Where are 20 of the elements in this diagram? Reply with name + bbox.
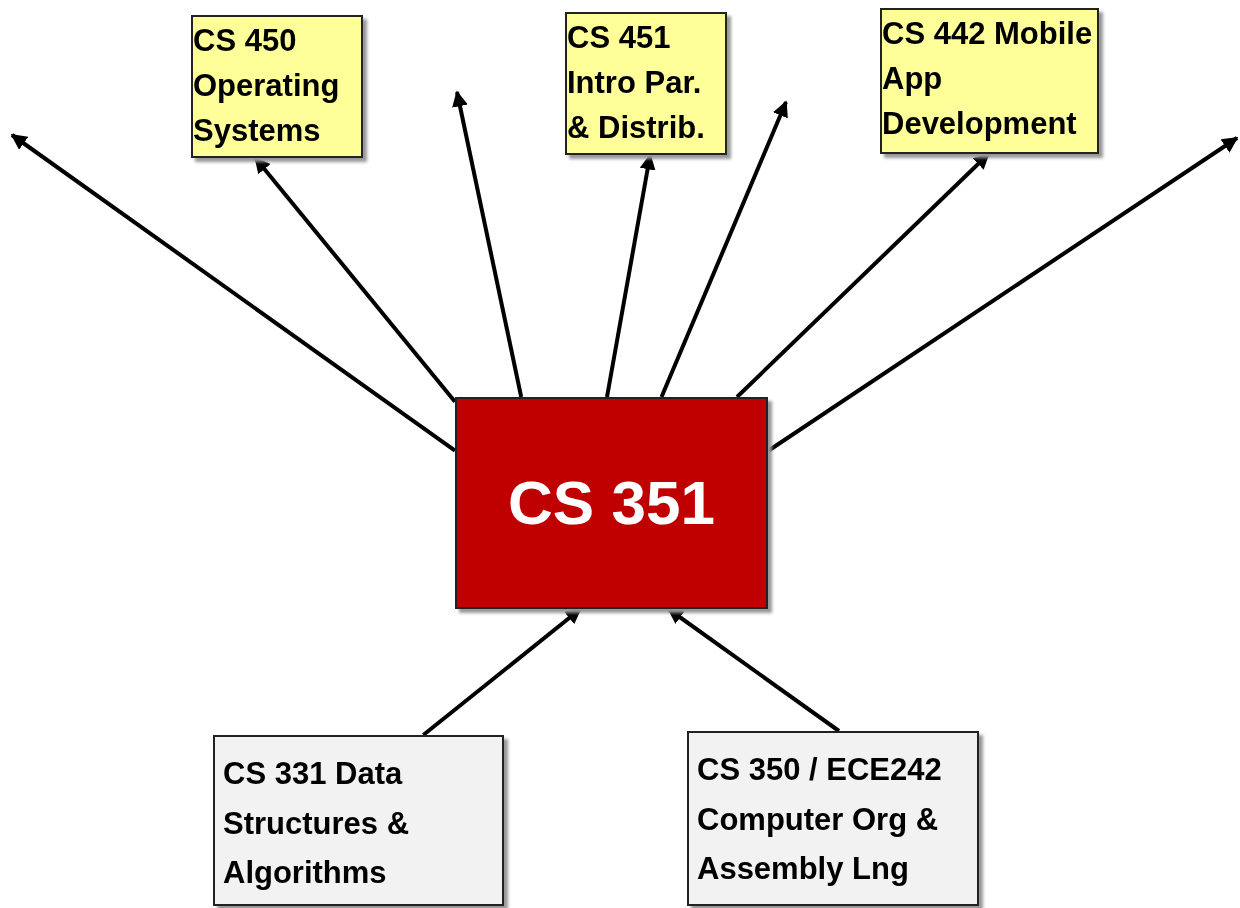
course-label: CS 451 Intro Par. & Distrib. [567,19,706,147]
arrow [452,90,524,398]
course-box [565,12,727,155]
course-box [455,397,768,609]
course-label: CS 450 Operating Systems [193,22,341,150]
arrow [253,156,457,403]
course-label: CS 351 [508,467,715,540]
course-box [213,735,504,906]
course-label: CS 350 / ECE242 Computer Org & Assembly Lng [697,751,943,889]
arrow [659,100,788,398]
course-label: CS 331 Data Structures & Algorithms [223,755,411,893]
course-box [880,8,1099,154]
course-label: CS 442 Mobile App Development [882,15,1094,143]
arrow [10,133,457,453]
arrow [667,607,841,733]
course-box [687,731,979,906]
course-box [191,15,363,158]
arrow [605,153,656,398]
arrow [735,152,990,399]
arrow [422,607,582,737]
